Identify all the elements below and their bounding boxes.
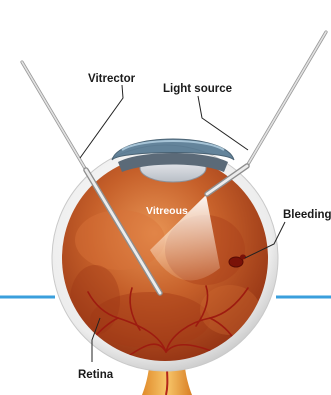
leader-vitrector <box>80 85 123 158</box>
label-vitrector: Vitrector <box>88 73 136 85</box>
label-vitreous: Vitreous <box>146 205 188 217</box>
label-retina: Retina <box>78 369 114 381</box>
label-light-source: Light source <box>163 83 232 95</box>
label-bleeding: Bleeding <box>283 209 331 221</box>
